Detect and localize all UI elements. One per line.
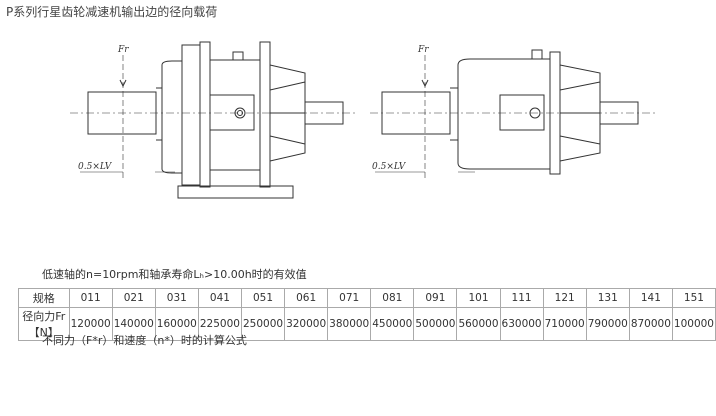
radial-force-cell: 380000	[327, 307, 372, 341]
spec-cell: 051	[240, 288, 286, 308]
radial-force-cell: 630000	[499, 307, 544, 341]
header-label: 规格	[18, 288, 70, 308]
page-title: P系列行星齿轮减速机输出边的径向载荷	[6, 5, 218, 19]
reducer-drawing-foot-mounted: Fr 0.5×LV	[70, 41, 355, 199]
radial-force-cell: 560000	[456, 307, 501, 341]
force-label: Fr	[417, 45, 429, 55]
row-label: 径向力Fr【N】	[18, 307, 70, 341]
force-label: Fr	[117, 45, 129, 55]
radial-force-cell: 870000	[628, 307, 673, 341]
spec-cell: 061	[284, 288, 329, 308]
spec-cell: 081	[370, 288, 415, 308]
spec-cell: 141	[628, 288, 673, 308]
spec-cell: 131	[585, 288, 630, 308]
spec-cell: 011	[68, 288, 113, 308]
radial-force-cell: 120000	[68, 307, 113, 341]
spec-cell: 101	[456, 288, 501, 308]
spec-cell: 021	[111, 288, 156, 308]
radial-force-cell: 140000	[111, 307, 156, 341]
radial-force-cell: 500000	[413, 307, 458, 341]
spec-cell: 111	[499, 288, 544, 308]
spec-cell: 041	[197, 288, 242, 308]
reducer-drawing-flange-mounted: Fr 0.5×LV	[370, 45, 655, 180]
radial-force-cell: 790000	[585, 307, 630, 341]
radial-force-cell: 710000	[542, 307, 587, 341]
radial-force-cell: 160000	[154, 307, 199, 341]
radial-force-cell: 225000	[197, 307, 242, 341]
spec-cell: 031	[154, 288, 199, 308]
formula-note: 不同力（F*r）和速度（n*）时的计算公式	[42, 334, 247, 347]
distance-label: 0.5×LV	[372, 162, 407, 172]
radial-force-cell: 320000	[284, 307, 329, 341]
spec-cell: 091	[413, 288, 458, 308]
radial-force-cell: 250000	[240, 307, 286, 341]
radial-force-cell: 450000	[370, 307, 415, 341]
radial-force-cell: 100000	[671, 307, 716, 341]
spec-cell: 151	[671, 288, 716, 308]
spec-cell: 121	[542, 288, 587, 308]
distance-label: 0.5×LV	[78, 162, 113, 172]
table-caption: 低速轴的n=10rpm和轴承寿命Lₕ>10.00h时的有效值	[42, 268, 307, 281]
spec-cell: 071	[327, 288, 372, 308]
